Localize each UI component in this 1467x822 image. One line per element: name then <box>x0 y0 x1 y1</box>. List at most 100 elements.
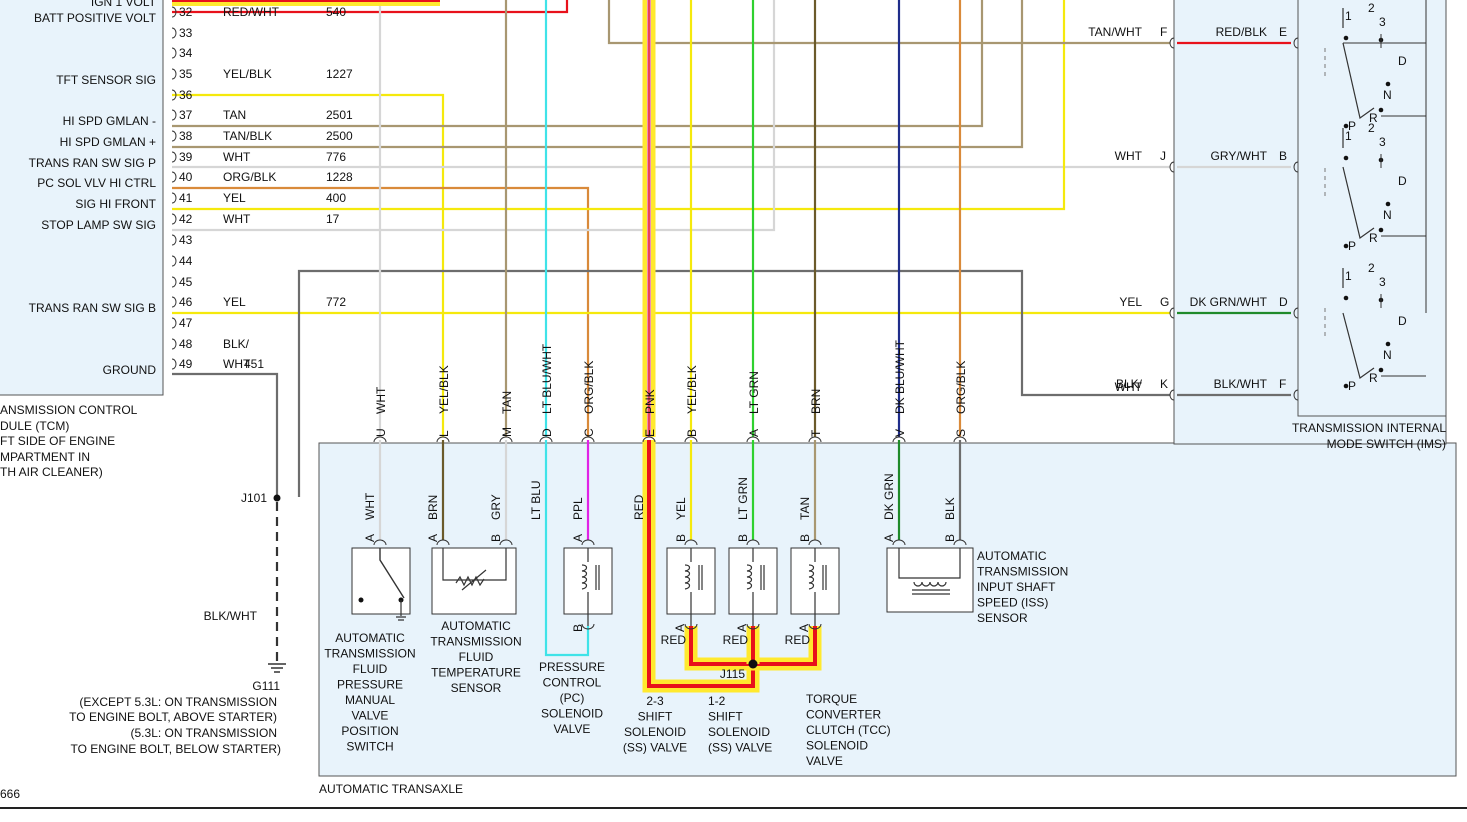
tcm-pin-label: BATT POSITIVE VOLT <box>34 11 157 25</box>
ims-outer-terminal <box>1169 161 1175 173</box>
connector-pin-label: T <box>809 429 823 437</box>
solenoid-coil-icon <box>808 548 827 626</box>
connector-terminal <box>499 436 513 443</box>
internal-pin-label: B <box>489 534 503 542</box>
solenoid-bottom-wire: RED <box>661 633 687 647</box>
ims-pos-2: 2 <box>1368 121 1375 135</box>
solenoid-bottom-pin: A <box>735 624 749 632</box>
ims-inner-pin: D <box>1279 295 1288 309</box>
internal-wire-label: RED <box>632 494 646 520</box>
wire-batt-positive <box>172 0 569 14</box>
tcm-wire-color: ORG/BLK <box>223 170 276 184</box>
connector-terminal <box>373 436 387 443</box>
ims-outer-wire: YEL <box>1119 295 1142 309</box>
tcm-pin-number: 43 <box>179 233 193 247</box>
ims-inner-wire: RED/BLK <box>1216 25 1267 39</box>
iss-label: AUTOMATIC <box>977 549 1047 563</box>
ims-box <box>1173 0 1447 445</box>
wire-hi-spd-gmlan-minus <box>172 0 984 128</box>
wire-pc-solenoid-control <box>172 186 590 437</box>
iss-coil-icon <box>898 548 961 595</box>
ims-title: TRANSMISSION INTERNAL <box>1292 421 1446 435</box>
component-terminal <box>581 539 595 546</box>
wire-hi-spd-gmlan-plus <box>172 0 1024 149</box>
solenoid-coil-icon <box>684 548 703 626</box>
ims-inner-terminal <box>1293 37 1299 49</box>
ims-switch-lead <box>1380 294 1426 377</box>
pressure-switch-body <box>351 547 411 615</box>
connector-terminal <box>581 436 595 443</box>
tcm-pin-terminal <box>171 276 177 288</box>
splice-label: J115 <box>720 667 745 681</box>
ims-switch-lead <box>1380 34 1426 117</box>
page-number: 666 <box>0 787 20 801</box>
solenoid-bottom-pin: A <box>797 624 811 632</box>
internal-pin-label: A <box>426 534 440 542</box>
ims-switch-contact <box>1385 81 1391 87</box>
temp-sensor-label: AUTOMATIC <box>441 619 511 633</box>
ims-pos-r: R <box>1369 111 1378 125</box>
connector-wire-label: YEL/BLK <box>437 365 451 414</box>
tcm-pin-number: 40 <box>179 170 193 184</box>
tcm-pin-terminal <box>171 234 177 246</box>
tcm-pin-number: 44 <box>179 254 193 268</box>
tcm-circuit-number: 400 <box>326 191 346 205</box>
ims-pos-n: N <box>1383 348 1392 362</box>
ims-pos-r: R <box>1369 231 1378 245</box>
wire-ims-tan-wht <box>607 0 1170 45</box>
tcm-pin-label: TRANS RAN SW SIG P <box>29 156 156 170</box>
internal-wire-label: BRN <box>426 495 440 520</box>
ground-note: TO ENGINE BOLT, BELOW STARTER) <box>71 742 281 756</box>
tcm-pin-terminal <box>171 171 177 183</box>
ground-symbol <box>268 663 286 673</box>
tcm-pin-label: PC SOL VLV HI CTRL <box>37 176 156 190</box>
connector-terminal <box>684 436 698 443</box>
internal-wire-label: DK GRN <box>882 473 896 520</box>
tcm-pin-number: 39 <box>179 150 193 164</box>
temp-sensor-label: TRANSMISSION <box>430 635 521 649</box>
ims-outer-wire: BLK/ <box>1116 377 1143 391</box>
pressure-switch-label: MANUAL <box>345 693 395 707</box>
internal-wire-label: PPL <box>571 497 585 520</box>
tcm-pin-terminal <box>171 6 177 18</box>
tcc-label: TORQUE <box>806 692 857 706</box>
connector-wire-label: WHT <box>374 386 388 414</box>
internal-wire-label: LT GRN <box>736 477 750 520</box>
tcm-circuit-number: 451 <box>244 357 264 371</box>
connector-wire-label: ORG/BLK <box>954 361 968 414</box>
ims-outer-terminal <box>1169 307 1175 319</box>
ims-switch-arm <box>1342 128 1375 240</box>
component-terminal <box>808 539 822 546</box>
pc-valve-label: PRESSURE <box>539 660 605 674</box>
component-terminal <box>436 539 450 546</box>
tcm-pin-terminal <box>171 151 177 163</box>
iss-label: SPEED (ISS) <box>977 596 1048 610</box>
solenoid-coil-icon <box>746 548 765 626</box>
tcm-wire-color: RED/WHT <box>223 5 280 19</box>
solenoid-bottom-wire: RED <box>785 633 811 647</box>
ims-outer-wire-extra: WHT <box>1115 380 1143 394</box>
internal-wire-label: LT BLU <box>529 480 543 520</box>
ims-pos-d: D <box>1398 54 1407 68</box>
ss23-label: SOLENOID <box>624 725 686 739</box>
internal-pin-label: A <box>571 534 585 542</box>
ground-splice-node <box>273 494 281 502</box>
ground-name: G111 <box>252 679 280 693</box>
component-terminal <box>373 539 387 546</box>
tcm-pin-terminal <box>171 47 177 59</box>
tcm-pin-terminal <box>171 68 177 80</box>
ims-pos-3: 3 <box>1379 135 1386 149</box>
tcm-caption-line: FT SIDE OF ENGINE <box>0 434 115 448</box>
tcm-caption-line: ANSMISSION CONTROL <box>0 403 138 417</box>
connector-pin-label: S <box>954 429 968 437</box>
tcm-circuit-number: 17 <box>326 212 340 226</box>
thermistor-icon <box>442 548 507 591</box>
tcm-box <box>0 0 164 396</box>
ims-outer-wire: WHT <box>1115 149 1143 163</box>
transaxle-label: AUTOMATIC TRANSAXLE <box>319 782 463 796</box>
ims-switch-contact <box>1378 107 1384 113</box>
internal-wire-label: YEL <box>674 497 688 520</box>
ground-note: (EXCEPT 5.3L: ON TRANSMISSION <box>79 695 277 709</box>
tcm-pin-number: 48 <box>179 337 193 351</box>
